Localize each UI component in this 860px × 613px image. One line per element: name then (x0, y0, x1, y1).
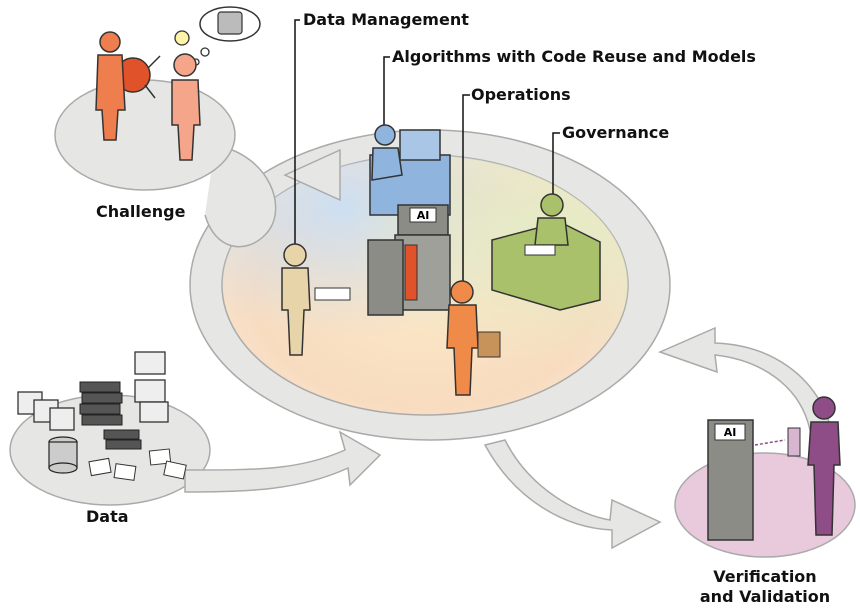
database-icon (48, 436, 78, 474)
algorithms-leader (383, 56, 390, 135)
tablet-icon (787, 427, 801, 457)
verification-person (807, 421, 841, 536)
circuit-board (477, 331, 501, 358)
label-data: Data (86, 507, 129, 526)
data-management-figure (281, 243, 351, 356)
ai-badge-center: AI (417, 209, 430, 222)
data-pile (17, 351, 187, 481)
challenge-disc (54, 79, 236, 191)
leader-lines (294, 19, 560, 285)
label-verification-line2: and Validation (699, 587, 831, 606)
label-operations: Operations (471, 85, 571, 104)
label-data-management: Data Management (303, 10, 469, 29)
data-management-leader (294, 19, 300, 250)
ring-arrowhead (283, 148, 341, 202)
machine-door (367, 239, 404, 316)
governance-leader (552, 132, 560, 200)
label-algorithms: Algorithms with Code Reuse and Models (392, 47, 756, 66)
governance-paper (524, 244, 556, 256)
operations-figure (446, 280, 501, 396)
monitor (399, 129, 441, 161)
ai-chip-icon (217, 11, 243, 35)
label-verification-line1: Verification (713, 567, 817, 586)
verification-to-ring-arrow (657, 326, 831, 431)
ring-to-verification-arrow (483, 439, 662, 550)
challenge-person-pink (171, 53, 201, 161)
algorithms-figure (369, 124, 451, 216)
data-to-ring-arrow (184, 430, 382, 493)
ai-badge-verification: AI (724, 426, 737, 439)
label-governance: Governance (562, 123, 670, 142)
operations-leader (462, 94, 470, 285)
governance-figure (491, 193, 601, 311)
challenge-figures (95, 6, 261, 161)
lightbulb-icon (174, 30, 190, 46)
challenge-person-orange (95, 31, 126, 141)
open-book (314, 287, 351, 301)
ai-machine: AI (367, 204, 451, 316)
verification-figures: AI (707, 396, 841, 541)
label-challenge: Challenge (96, 202, 186, 221)
